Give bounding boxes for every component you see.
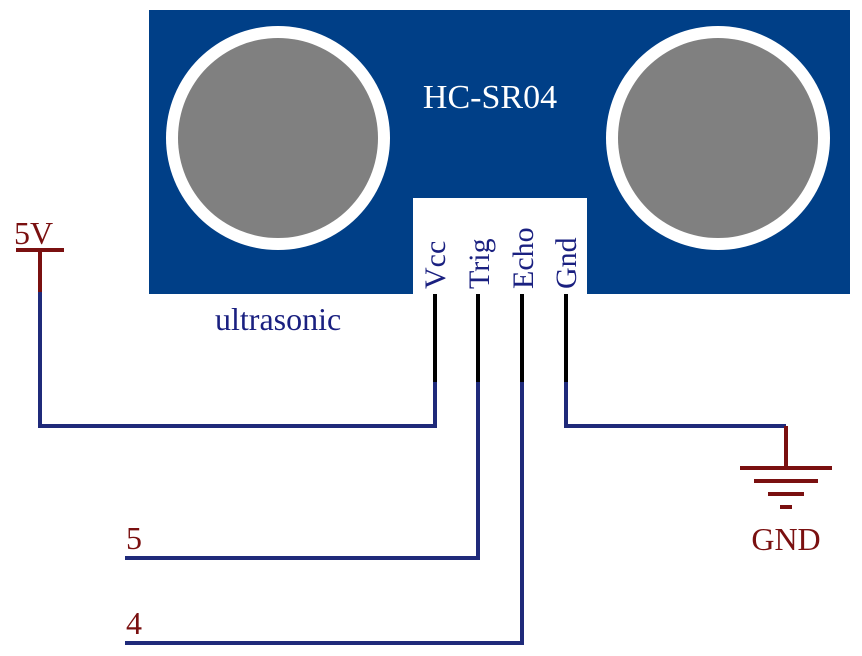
ground-label: GND bbox=[751, 521, 820, 557]
pin-label-trig: Trig bbox=[463, 238, 496, 289]
vcc-wire bbox=[38, 292, 437, 428]
module-subtitle: ultrasonic bbox=[215, 301, 341, 337]
pin-leads bbox=[433, 294, 568, 382]
pin-label-vcc: Vcc bbox=[419, 241, 452, 289]
net-label-echo: 4 bbox=[126, 605, 142, 641]
pin-header bbox=[413, 198, 587, 294]
module-title: HC-SR04 bbox=[423, 79, 557, 116]
pin-label-gnd: Gnd bbox=[550, 237, 583, 289]
trig-wire bbox=[125, 382, 480, 560]
wires bbox=[38, 292, 786, 645]
power-label: 5V bbox=[14, 215, 53, 251]
pin-label-echo: Echo bbox=[507, 227, 540, 289]
right-transducer bbox=[618, 38, 818, 238]
gnd-wire bbox=[564, 382, 786, 428]
power-symbol bbox=[16, 248, 64, 292]
ground-symbol bbox=[740, 426, 832, 509]
left-transducer bbox=[178, 38, 378, 238]
echo-wire bbox=[125, 382, 524, 645]
net-label-trig: 5 bbox=[126, 520, 142, 556]
